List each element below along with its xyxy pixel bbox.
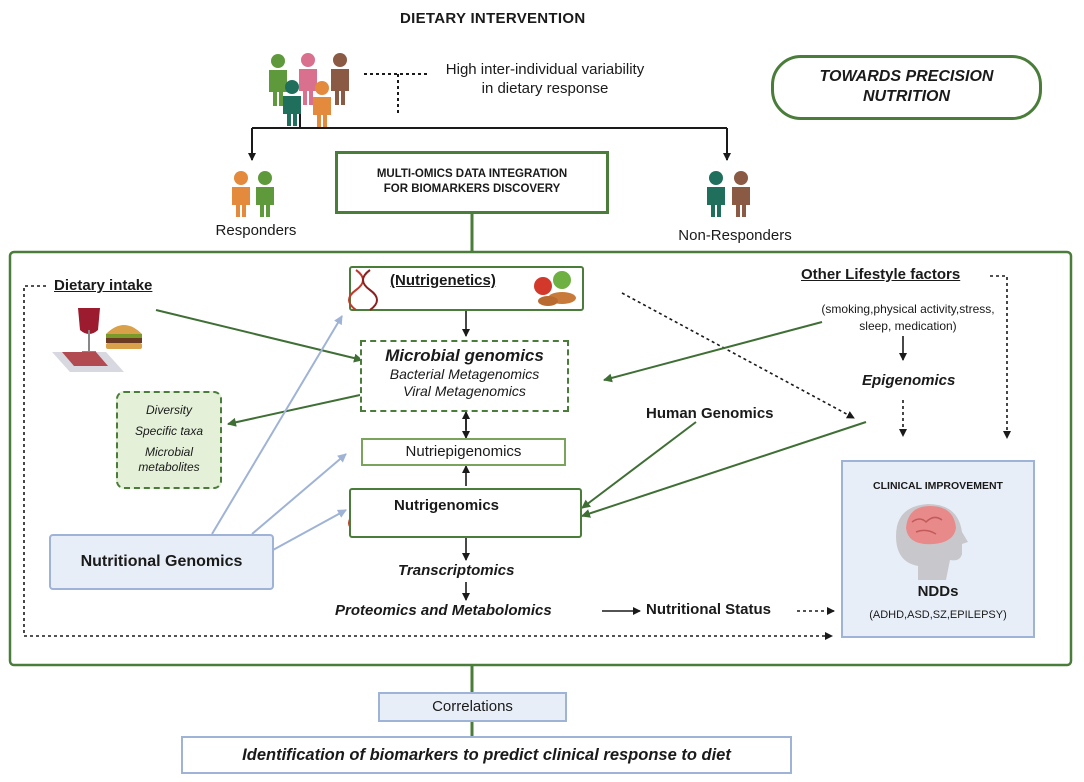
biomarkers-statement: Identification of biomarkers to predict …: [181, 736, 792, 774]
lifestyle-title: Other Lifestyle factors: [801, 266, 961, 283]
responders-label: Responders: [215, 222, 297, 239]
microbial-genomics-box: Microbial genomics Bacterial Metagenomic…: [360, 340, 569, 412]
precision-nutrition-box: TOWARDS PRECISION NUTRITION: [771, 55, 1042, 120]
dietary-intake-label: Dietary intake: [54, 277, 153, 294]
transcriptomics-label: Transcriptomics: [398, 562, 515, 579]
main-frame: [8, 250, 1073, 667]
nutrigenomics-label: Nutrigenomics: [394, 497, 500, 514]
lifestyle-details: (smoking,physical activity,stress, sleep…: [821, 302, 995, 333]
nutriepigenomics-box: Nutriepigenomics: [361, 438, 566, 466]
multiomics-box: MULTI-OMICS DATA INTEGRATION FOR BIOMARK…: [335, 151, 609, 214]
nutritional-genomics-box: Nutritional Genomics: [49, 534, 274, 590]
ndds-label: NDDs: [917, 583, 959, 600]
epigenomics-label: Epigenomics: [862, 372, 956, 389]
nutrigenomics-box: [349, 488, 582, 538]
microbial-genomics-title: Microbial genomics: [385, 346, 544, 365]
proteomics-label: Proteomics and Metabolomics: [335, 602, 552, 619]
page-title: DIETARY INTERVENTION: [400, 10, 586, 27]
ndd-list: (ADHD,ASD,SZ,EPILEPSY): [869, 609, 1007, 621]
variability-note: High inter-individual variability in die…: [445, 61, 645, 97]
microbiome-outputs-box: Diversity Specific taxa Microbial metabo…: [116, 391, 222, 489]
non-responders-label: Non-Responders: [678, 227, 792, 244]
correlations-box: Correlations: [378, 692, 567, 722]
clinical-title: CLINICAL IMPROVEMENT: [873, 480, 1003, 492]
nutritional-status-label: Nutritional Status: [646, 601, 772, 618]
nutrigenetics-label: (Nutrigenetics): [390, 272, 496, 289]
human-genomics-label: Human Genomics: [646, 405, 774, 422]
